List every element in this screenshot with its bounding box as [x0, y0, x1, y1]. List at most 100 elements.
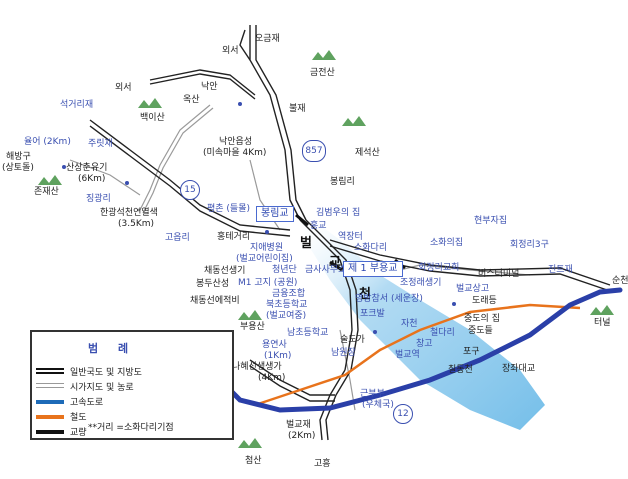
railway-line: [254, 303, 581, 407]
label-gyoheuri: 고읍리: [165, 233, 190, 243]
label-sultogae: 술도가: [340, 335, 365, 345]
label-geumyung: 금융조합: [272, 289, 306, 299]
label-jujae: 주릿재: [88, 139, 113, 149]
label-doraedeung: 도래등: [472, 296, 497, 306]
label-jonjaesan: 존재산: [34, 187, 59, 197]
label-pyeongchon: 평촌 (들몰): [207, 204, 251, 214]
label-suncheon: 순천: [612, 276, 628, 286]
route-shield-857: 857: [302, 140, 326, 162]
label-geumjeonsan: 금전산: [310, 68, 335, 78]
label-yuleo: 율어 (2Km): [24, 137, 71, 147]
label-eomsi: 포크발: [360, 309, 385, 319]
legend-label-bridge: 교량: [70, 428, 87, 438]
label-teoneol: 터널: [594, 318, 611, 328]
label-sangwang-dist: (6Km): [78, 174, 106, 184]
label-buyongsan: 부용산: [240, 322, 265, 332]
label-jintijae: 진트재: [548, 265, 573, 275]
legend-box: [30, 330, 234, 440]
label-cheomsan: 첨산: [245, 456, 262, 466]
label-chaedong-gym: 채동선에적비: [190, 296, 240, 306]
label-bukcho: 북초등학교: [266, 300, 308, 310]
label-m1-goji: M1 고지 (공원): [238, 278, 298, 288]
label-haebyeonggu: 해방구: [6, 152, 31, 162]
label-hanyang-dist: (3.5Km): [118, 219, 155, 229]
label-chilsongcheon: 칠동천: [448, 365, 473, 375]
label-honggyo: 홍교: [310, 221, 327, 231]
label-jinggwangri: 징광리: [86, 194, 111, 204]
label-beolgyojae: 벌교재: [286, 420, 311, 430]
label-ogsan: 옥산: [183, 95, 200, 105]
label-sangwang: 산상춘유기: [66, 163, 108, 173]
label-beolgyojae-dist: (2Km): [288, 431, 316, 441]
label-goheung: 고흥: [314, 459, 331, 469]
point-marker: [238, 102, 242, 106]
label-nakan-eupseong: 낙안읍성: [219, 137, 253, 147]
legend-swatch-national-road: [36, 368, 64, 374]
legend-title: 범 례: [88, 342, 137, 355]
label-beolgyo-sangho: 벌교상고: [456, 284, 490, 294]
mountain-jeseoksan: [342, 116, 366, 126]
label-jungdong-jip: 중도의 집: [464, 314, 500, 324]
legend-swatch-city-road: [36, 383, 64, 388]
route-shield-15: 15: [180, 180, 200, 200]
label-yeongsa: 용연사: [262, 340, 287, 350]
mountain-geumjeonsan: [312, 50, 336, 60]
label-bongrimri: 봉림리: [330, 177, 355, 187]
mountains: [38, 50, 614, 448]
label-seokgeorijae: 석거리재: [60, 100, 94, 110]
label-jungdongdeul: 중도들: [468, 326, 493, 336]
label-sohwadari: 소화다리: [354, 243, 388, 253]
label-hoejeongri3: 회정리3구: [510, 240, 549, 250]
legend-label-expressway: 고속도로: [70, 398, 104, 408]
legend-swatch-bridge: [36, 430, 64, 434]
label-ujebu: (우체국): [362, 400, 394, 410]
label-beolgyo-yeojung: (벌교여중): [266, 311, 307, 321]
point-marker: [373, 330, 377, 334]
label-jiae: 지애병원: [250, 243, 284, 253]
expressway-line: [212, 287, 623, 413]
label-hongteogeori: 홍테거리: [217, 232, 251, 242]
label-haebyeonggu-sub: (상토돌): [2, 163, 34, 173]
label-nahun: 나혜선생생가: [232, 362, 282, 372]
label-cheoldari: 철다리: [430, 328, 455, 338]
label-jeseoksan: 제석산: [355, 148, 380, 158]
label-bongrimgyo: 봉림교: [256, 206, 294, 222]
label-chaedong: 채동선생기: [204, 266, 246, 276]
mountain-baegisan: [138, 98, 162, 108]
label-yeongsang: 영방참서 (세운장): [355, 294, 423, 304]
label-nammun: 남원장: [331, 348, 356, 358]
label-hyeonbujip: 현부자집: [474, 216, 508, 226]
label-changgo: 창고: [416, 339, 433, 349]
legend-label-city-road: 시가지도 및 농로: [70, 383, 134, 393]
label-hanyang: 한광석천연열색: [100, 208, 158, 218]
mountain-teoneol: [590, 305, 614, 315]
label-bus-terminal: 버스터미널: [478, 269, 520, 279]
point-marker: [265, 230, 269, 234]
legend-note: **거리 =소화다리기점: [88, 423, 174, 433]
label-ogeumjae: 오금재: [255, 34, 280, 44]
label-nahun-dist: (4Km): [258, 373, 286, 383]
legend-label-railway: 철도: [70, 413, 87, 423]
label-nakan: 낙안: [201, 82, 218, 92]
label-jacheon: 자천: [401, 319, 418, 329]
label-jiae-sub: (벌교어린이집): [236, 254, 293, 264]
label-je1buyonggyo: 제 1 부용교: [343, 261, 403, 277]
label-chungnyeondan: 청년단: [272, 265, 297, 275]
label-jangjwa: 장좌대교: [502, 364, 536, 374]
label-yeokjangteo: 역장터: [338, 232, 363, 242]
label-sohwauijip: 소화의집: [430, 238, 464, 248]
legend-swatch-expressway: [36, 400, 64, 404]
label-kimbeomu: 김범우의 집: [316, 208, 361, 218]
label-pogu: 포구: [463, 347, 480, 357]
label-yeongsa-dist: (1Km): [264, 351, 292, 361]
label-gyo: 교: [329, 255, 341, 270]
label-baegisan: 백이산: [140, 113, 165, 123]
mountain-cheomsan: [238, 438, 262, 448]
point-marker: [125, 181, 129, 185]
mountain-buyongsan: [238, 310, 262, 320]
river-bay: [300, 210, 545, 430]
point-marker: [62, 165, 66, 169]
label-hoejeongri-church: 회정리교회: [418, 263, 460, 273]
label-bongdusan: 봉두산성: [196, 279, 230, 289]
label-oeseo-top: 외서: [222, 46, 239, 56]
